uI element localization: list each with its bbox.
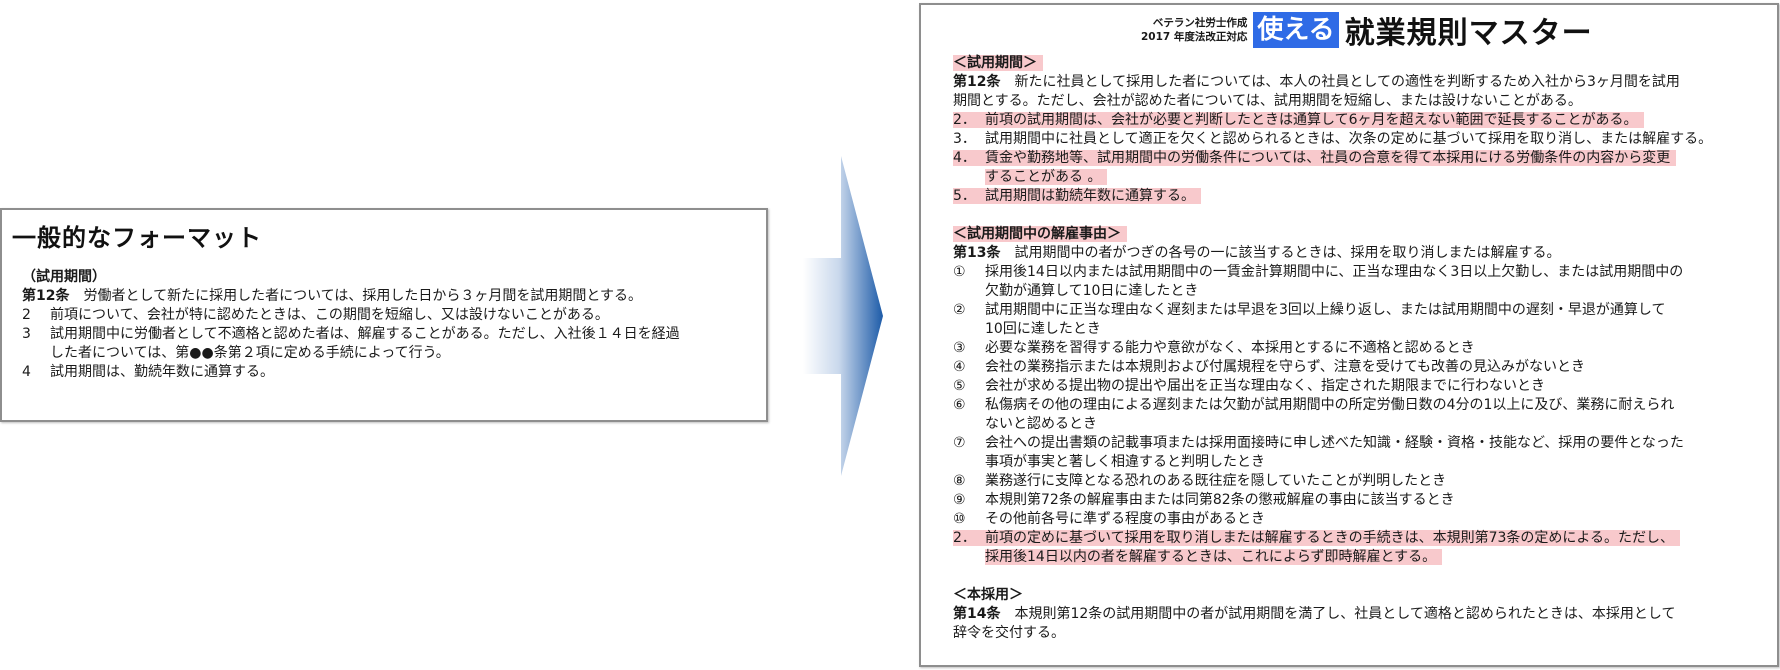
list-item-continuation: 欠勤が通算して10日に達したとき (985, 283, 1199, 299)
article-12-line: 第12条 新たに社員として採用した者については、本人の社員としての適性を判断する… (953, 73, 1775, 92)
work-rules-panel: ベテラン社労士作成 2017 年度法改正対応 使える 就業規則マスター ＜試用期… (919, 3, 1779, 667)
item-text: 会社の業務指示または本規則および付属規程を守らず、注意を受けても改善の見込みがな… (985, 359, 1586, 375)
list-item-continuation: することがある 。 (985, 169, 1108, 185)
list-item-continuation: ないと認めるとき (985, 416, 1097, 432)
section-heading: （試用期間） (22, 269, 106, 285)
item-number: 2． (953, 112, 976, 128)
section-heading: ＜試用期間＞ (953, 55, 1043, 71)
item-number: 3． (953, 131, 976, 147)
list-item: ⑤ 会社が求める提出物の提出や届出を正当な理由なく、指定された期限までに行わないと… (953, 377, 1775, 396)
list-item: ① 採用後14日以内または試用期間中の一賃金計算期間中に、正当な理由なく3日以上欠… (953, 263, 1775, 282)
article-13-line: 第13条 試用期間中の者がつぎの各号の一に該当するときは、採用を取り消しまたは解… (953, 244, 1775, 263)
item-text: 私傷病その他の理由による遅刻または欠勤が試用期間中の所定労働日数の4分の1以上に… (985, 397, 1675, 413)
list-item: ⑨ 本規則第72条の解雇事由または同第82条の懲戒解雇の事由に該当するとき (953, 491, 1775, 510)
item-text: 前項について、会社が特に認めたときは、この期間を短縮し、又は設けないことがある。 (50, 307, 609, 323)
item-number: ⑧ (953, 473, 966, 489)
article-text: 試用期間中の者がつぎの各号の一に該当するときは、採用を取り消しまたは解雇する。 (1000, 245, 1561, 261)
section-heading: ＜試用期間中の解雇事由＞ (953, 226, 1127, 242)
list-item-continuation: 10回に達したとき (985, 321, 1101, 337)
item-text: 試用期間中に社員として適正を欠くと認められるときは、次条の定めに基づいて採用を取… (985, 131, 1713, 147)
item-text: 必要な業務を習得する能力や意欲がなく、本採用とするに不適格と認めるとき (985, 340, 1475, 356)
list-item-continuation: した者については、第●●条第２項に定める手続によって行う。 (50, 345, 450, 361)
list-item-continuation: 採用後14日以内の者を解雇するときは、これによらず即時解雇とする。 (985, 549, 1443, 565)
item-text: 試用期間は勤続年数に通算する。 (985, 188, 1195, 204)
list-item: 2 前項について、会社が特に認めたときは、この期間を短縮し、又は設けないことがある… (22, 306, 756, 325)
item-number: 5． (953, 188, 976, 204)
item-number: 3 (22, 326, 31, 342)
item-number: 2 (22, 307, 31, 323)
work-rules-body: ＜試用期間＞ 第12条 新たに社員として採用した者については、本人の社員としての… (953, 54, 1775, 643)
item-number: ⑩ (953, 511, 966, 527)
list-item: 2． 前項の試用期間は、会社が必要と判断したときは通算して6ヶ月を超えない範囲で延… (953, 112, 1644, 128)
article-12-line: 第12条 労働者として新たに採用した者については、採用した日から３ヶ月間を試用期… (22, 287, 756, 306)
list-item: ⑦ 会社への提出書類の記載事項または採用面接時に申し述べた知識・経験・資格・技能な… (953, 434, 1775, 453)
list-item: ⑩ その他前各号に準ずる程度の事由があるとき (953, 510, 1775, 529)
general-format-body: （試用期間） 第12条 労働者として新たに採用した者については、採用した日から３… (22, 268, 756, 382)
item-number: 4． (953, 150, 976, 166)
article-label: 第12条 (22, 288, 70, 304)
brand-badge: 使える (1253, 12, 1339, 48)
item-text: 採用後14日以内または試用期間中の一賃金計算期間中に、正当な理由なく3日以上欠勤… (985, 264, 1684, 280)
item-text: 会社が求める提出物の提出や届出を正当な理由なく、指定された期限までに行わないとき (985, 378, 1545, 394)
article-text: 新たに社員として採用した者については、本人の社員としての適性を判断するため入社か… (1000, 74, 1680, 90)
list-item: 2． 前項の定めに基づいて採用を取り消しまたは解雇するときの手続きは、本規則第73… (953, 530, 1680, 546)
brand-line-1: ベテラン社労士作成 (1152, 17, 1248, 29)
item-number: ① (953, 264, 966, 280)
item-number: 4 (22, 364, 31, 380)
list-item: ④ 会社の業務指示または本規則および付属規程を守らず、注意を受けても改善の見込みが… (953, 358, 1775, 377)
item-text: 試用期間は、勤続年数に通算する。 (50, 364, 274, 380)
item-number: ⑥ (953, 397, 966, 413)
item-number: ④ (953, 359, 966, 375)
article-text: 本規則第12条の試用期間中の者が試用期間を満了し、社員として適格と認められたとき… (1000, 606, 1676, 622)
item-number: ⑨ (953, 492, 966, 508)
panel-title: 一般的なフォーマット (12, 224, 262, 252)
item-number: ② (953, 302, 966, 318)
list-item: 4 試用期間は、勤続年数に通算する。 (22, 363, 756, 382)
list-item: ⑥ 私傷病その他の理由による遅刻または欠勤が試用期間中の所定労働日数の4分の1以上… (953, 396, 1775, 415)
list-item: ⑧ 業務遂行に支障となる恐れのある既往症を隠していたことが判明したとき (953, 472, 1775, 491)
item-text: 前項の定めに基づいて採用を取り消しまたは解雇するときの手続きは、本規則第73条の… (985, 530, 1674, 546)
item-text: 会社への提出書類の記載事項または採用面接時に申し述べた知識・経験・資格・技能など… (985, 435, 1684, 451)
article-14-line: 第14条 本規則第12条の試用期間中の者が試用期間を満了し、社員として適格と認め… (953, 605, 1775, 624)
item-text: 賃金や勤務地等、試用期間中の労働条件については、社員の合意を得て本採用にける労働… (985, 150, 1671, 166)
item-number: 2． (953, 530, 976, 546)
item-number: ⑦ (953, 435, 966, 451)
item-text: 試用期間中に労働者として不適格と認めた者は、解雇することがある。ただし、入社後１… (50, 326, 680, 342)
right-arrow-icon (803, 156, 883, 476)
list-item: 3 試用期間中に労働者として不適格と認めた者は、解雇することがある。ただし、入社後… (22, 325, 756, 344)
list-item: 5． 試用期間は勤続年数に通算する。 (953, 188, 1201, 204)
article-text-continuation: 辞令を交付する。 (953, 625, 1065, 641)
list-item-continuation: 事項が事実と著しく相違すると判明したとき (985, 454, 1265, 470)
item-text: 前項の試用期間は、会社が必要と判断したときは通算して6ヶ月を超えない範囲で延長す… (985, 112, 1638, 128)
list-item: ② 試用期間中に正当な理由なく遅刻または早退を3回以上繰り返し、または試用期間中の… (953, 301, 1775, 320)
item-number: ⑤ (953, 378, 966, 394)
article-label: 第14条 (953, 606, 1001, 622)
brand-subtitle: ベテラン社労士作成 2017 年度法改正対応 (1141, 16, 1247, 44)
list-item: 3． 試用期間中に社員として適正を欠くと認められるときは、次条の定めに基づいて採用… (953, 130, 1775, 149)
general-format-panel: 一般的なフォーマット （試用期間） 第12条 労働者として新たに採用した者につい… (0, 208, 768, 422)
list-item: 4． 賃金や勤務地等、試用期間中の労働条件については、社員の合意を得て本採用にける… (953, 150, 1677, 166)
item-text: その他前各号に準ずる程度の事由があるとき (985, 511, 1265, 527)
brand-line-2: 2017 年度法改正対応 (1141, 31, 1248, 43)
list-item: ③ 必要な業務を習得する能力や意欲がなく、本採用とするに不適格と認めるとき (953, 339, 1775, 358)
item-number: ③ (953, 340, 966, 356)
article-label: 第13条 (953, 245, 1001, 261)
brand-title: 就業規則マスター (1344, 16, 1593, 51)
item-text: 試用期間中に正当な理由なく遅刻または早退を3回以上繰り返し、または試用期間中の遅… (985, 302, 1666, 318)
article-text-continuation: 期間とする。ただし、会社が認めた者については、試用期間を短縮し、または設けないこ… (953, 93, 1582, 109)
item-text: 業務遂行に支障となる恐れのある既往症を隠していたことが判明したとき (985, 473, 1447, 489)
article-label: 第12条 (953, 74, 1001, 90)
item-text: 本規則第72条の解雇事由または同第82条の懲戒解雇の事由に該当するとき (985, 492, 1455, 508)
article-text: 労働者として新たに採用した者については、採用した日から３ヶ月間を試用期間とする。 (69, 288, 642, 304)
brand-header: ベテラン社労士作成 2017 年度法改正対応 使える 就業規則マスター (1141, 11, 1593, 51)
section-heading: ＜本採用＞ (953, 587, 1023, 603)
